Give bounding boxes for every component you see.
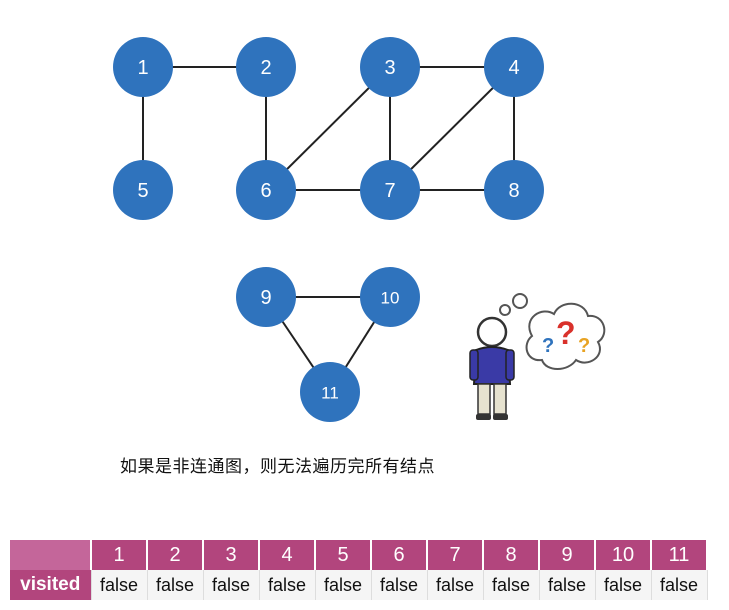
node-5 <box>113 160 173 220</box>
confused-person-illustration: ? ? ? <box>469 293 606 420</box>
question-mark-red: ? <box>556 315 576 351</box>
visited-value-11: false <box>651 570 708 600</box>
column-header-2: 2 <box>147 540 204 570</box>
graph-nodes: 1 2 3 4 5 6 7 8 9 10 11 <box>113 37 544 422</box>
visited-value-6: false <box>371 570 428 600</box>
person-leg-left <box>477 383 491 415</box>
node-label-4: 4 <box>508 57 519 79</box>
node-label-10: 10 <box>381 289 400 308</box>
column-header-10: 10 <box>595 540 652 570</box>
question-mark-blue: ? <box>542 335 554 357</box>
node-2 <box>236 37 296 97</box>
thought-dot-medium <box>512 293 528 309</box>
node-1 <box>113 37 173 97</box>
node-label-11: 11 <box>321 384 339 403</box>
node-label-1: 1 <box>137 57 148 79</box>
node-11 <box>300 362 360 422</box>
node-label-5: 5 <box>137 180 148 202</box>
node-8 <box>484 160 544 220</box>
node-label-2: 2 <box>260 57 271 79</box>
column-header-6: 6 <box>371 540 428 570</box>
visited-value-9: false <box>539 570 596 600</box>
visited-value-5: false <box>315 570 372 600</box>
column-header-7: 7 <box>427 540 484 570</box>
thought-cloud <box>525 302 606 370</box>
thought-dot-small <box>499 304 511 316</box>
person-arm-right <box>505 349 515 381</box>
column-header-11: 11 <box>651 540 708 570</box>
visited-value-8: false <box>483 570 540 600</box>
node-label-9: 9 <box>260 287 271 309</box>
visited-value-1: false <box>91 570 148 600</box>
node-9 <box>236 267 296 327</box>
graph-edges <box>142 66 515 393</box>
visited-row-label: visited <box>10 570 92 600</box>
person-shoe-left <box>476 414 491 420</box>
node-10 <box>360 267 420 327</box>
table-corner-cell <box>10 540 92 570</box>
column-header-4: 4 <box>259 540 316 570</box>
visited-value-7: false <box>427 570 484 600</box>
column-header-1: 1 <box>91 540 148 570</box>
visited-value-10: false <box>595 570 652 600</box>
person-body <box>472 346 512 385</box>
node-label-8: 8 <box>508 180 519 202</box>
node-4 <box>484 37 544 97</box>
visited-value-2: false <box>147 570 204 600</box>
node-label-3: 3 <box>384 57 395 79</box>
column-header-9: 9 <box>539 540 596 570</box>
node-label-7: 7 <box>384 180 395 202</box>
column-header-5: 5 <box>315 540 372 570</box>
person-leg-right <box>493 383 507 415</box>
node-6 <box>236 160 296 220</box>
node-7 <box>360 160 420 220</box>
node-label-6: 6 <box>260 180 271 202</box>
person-arm-left <box>469 349 479 381</box>
graph-diagram: 1 2 3 4 5 6 7 8 9 10 11 <box>113 37 544 422</box>
visited-value-3: false <box>203 570 260 600</box>
question-mark-orange: ? <box>578 335 590 357</box>
caption-text: 如果是非连通图，则无法遍历完所有结点 <box>120 457 435 477</box>
person-shoe-right <box>493 414 508 420</box>
column-header-3: 3 <box>203 540 260 570</box>
visited-value-4: false <box>259 570 316 600</box>
person-head <box>476 316 508 348</box>
node-3 <box>360 37 420 97</box>
column-header-8: 8 <box>483 540 540 570</box>
